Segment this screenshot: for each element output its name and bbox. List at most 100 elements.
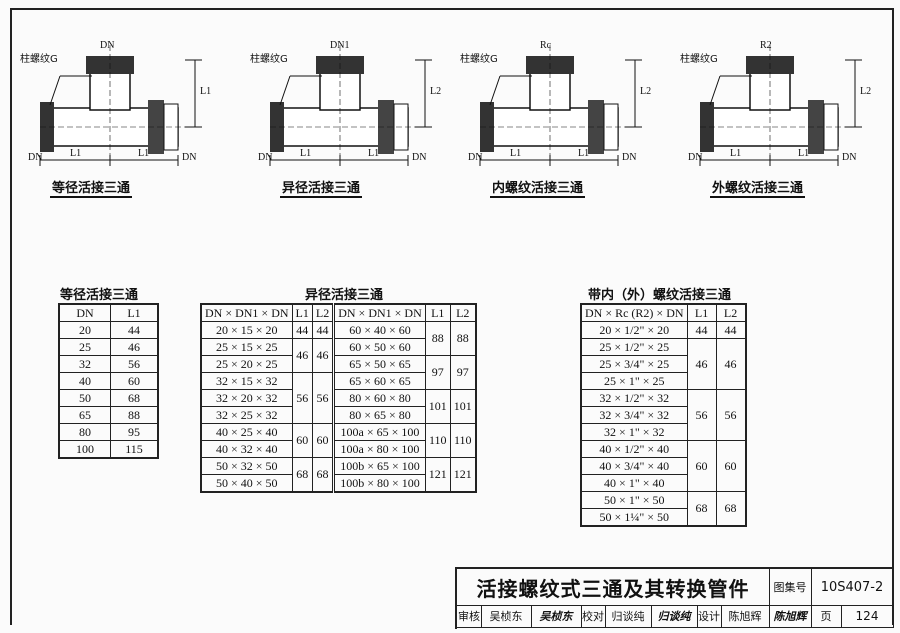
- table-row: 40 × 3/4" × 40: [580, 457, 746, 475]
- checker-name: 归谈纯: [605, 605, 652, 628]
- table-cell: 25 × 15 × 25: [200, 338, 293, 356]
- l1-left-label: L1: [70, 148, 82, 159]
- table-cell: DN × DN1 × DN: [200, 303, 293, 322]
- left-dn-label: DN: [688, 152, 703, 163]
- table-cell: 80: [58, 423, 111, 441]
- table-cell: 65: [58, 406, 111, 424]
- table-cell: 97: [424, 355, 451, 390]
- left-dn-label: DN: [468, 152, 483, 163]
- table-cell: L2: [715, 303, 747, 322]
- table-cell: 100b × 80 × 100: [332, 474, 426, 493]
- table-cell: 80 × 65 × 80: [332, 406, 426, 424]
- table-cell: 121: [424, 457, 451, 493]
- tee-drawing-1: 柱螺纹G DN DN DN L1 L1 L1 等径活接三通: [20, 20, 220, 210]
- table-cell: 80 × 60 × 80: [332, 389, 426, 407]
- table-cell: 68: [311, 457, 335, 493]
- table-cell: 44: [715, 321, 747, 339]
- table-row: 40 × 32 × 40 100a × 80 × 100: [200, 440, 476, 458]
- designer-name: 陈旭辉: [721, 605, 770, 628]
- checker-signature: 归谈纯: [651, 605, 698, 628]
- table-cell: 32 × 20 × 32: [200, 389, 293, 407]
- tee-fitting-icon: [699, 45, 862, 166]
- table-cell: 50 × 32 × 50: [200, 457, 293, 475]
- atlas-label: 图集号: [769, 569, 812, 606]
- review-label: 审核: [457, 605, 482, 628]
- table-cell: 50: [58, 389, 111, 407]
- table-cell: 32 × 3/4" × 32: [580, 406, 688, 424]
- table-cell: 32 × 25 × 32: [200, 406, 293, 424]
- table-cell: 40 × 1" × 40: [580, 474, 688, 492]
- table-cell: 40 × 25 × 40: [200, 423, 293, 441]
- l1-right-label: L1: [798, 148, 810, 159]
- table-cell: L1: [291, 303, 313, 322]
- tee-fitting-icon: [479, 45, 642, 166]
- left-dn-label: DN: [28, 152, 43, 163]
- check-label: 校对: [581, 605, 606, 628]
- right-dn-label: DN: [622, 152, 637, 163]
- table-cell: 32 × 15 × 32: [200, 372, 293, 390]
- table-cell: 88: [110, 406, 159, 424]
- table-cell: DN: [58, 303, 111, 322]
- table-cell: 88: [424, 321, 451, 356]
- drawing-caption: 异径活接三通: [280, 177, 363, 198]
- table-cell: 97: [449, 355, 477, 390]
- table-cell: 25 × 3/4" × 25: [580, 355, 688, 373]
- l2-label: L2: [430, 86, 442, 97]
- top-dn-label: Rc: [540, 40, 552, 51]
- drawing-caption: 内螺纹活接三通: [490, 177, 586, 198]
- sheet-frame: [10, 8, 894, 625]
- tee-drawing-2: 柱螺纹G DN1 DN DN L1 L1 L2 异径活接三通: [250, 20, 450, 210]
- thread-label: 柱螺纹G: [20, 54, 58, 65]
- table-cell: 101: [424, 389, 451, 424]
- table-cell: 46: [686, 338, 717, 390]
- table-title-reducing-tee: 异径活接三通: [305, 288, 384, 303]
- table-cell: 44: [311, 321, 335, 339]
- thread-label: 柱螺纹G: [250, 54, 288, 65]
- right-dn-label: DN: [182, 152, 197, 163]
- table-cell: 121: [449, 457, 477, 493]
- table-cell: 50 × 1¼" × 50: [580, 508, 688, 527]
- l1-right-label: L1: [368, 148, 380, 159]
- table-cell: 100a × 80 × 100: [332, 440, 426, 458]
- table-cell: DN × Rc (R2) × DN: [580, 303, 688, 322]
- table-cell: 60 × 40 × 60: [332, 321, 426, 339]
- table-cell: 32 × 1/2" × 32: [580, 389, 688, 407]
- table-cell: 110: [449, 423, 477, 458]
- tee-fitting-icon: [39, 45, 202, 166]
- l2-label: L2: [860, 86, 872, 97]
- left-dn-label: DN: [258, 152, 273, 163]
- table-cell: 32: [58, 355, 111, 373]
- table-cell: 44: [686, 321, 717, 339]
- table-cell: 50 × 40 × 50: [200, 474, 293, 493]
- drawing-caption: 等径活接三通: [50, 177, 133, 198]
- table-cell: 46: [110, 338, 159, 356]
- table-cell: 20 × 15 × 20: [200, 321, 293, 339]
- table-cell: 25: [58, 338, 111, 356]
- table-cell: L1: [424, 303, 451, 322]
- top-dn-label: R2: [760, 40, 772, 51]
- table-cell: 40 × 32 × 40: [200, 440, 293, 458]
- table-cell: 44: [110, 321, 159, 339]
- table-cell: 110: [424, 423, 451, 458]
- l1-left-label: L1: [510, 148, 522, 159]
- table-cell: 68: [715, 491, 747, 527]
- table-row: 50 × 1¼" × 50: [580, 508, 746, 527]
- design-label: 设计: [697, 605, 722, 628]
- table-cell: 65 × 50 × 65: [332, 355, 426, 373]
- table-cell: 65 × 60 × 65: [332, 372, 426, 390]
- table-cell: 40 × 3/4" × 40: [580, 457, 688, 475]
- table-cell: 44: [291, 321, 313, 339]
- l2-label: L1: [200, 86, 212, 97]
